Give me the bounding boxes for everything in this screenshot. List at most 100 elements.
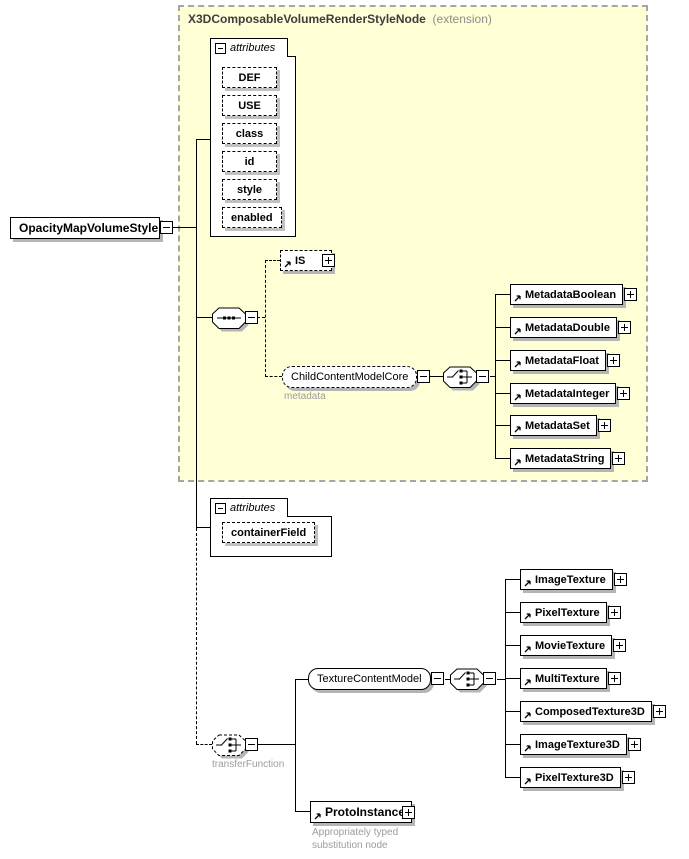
collapse-icon[interactable] (215, 42, 226, 54)
element-label: ProtoInstance (325, 805, 406, 819)
model-group-childcontentmodelcore[interactable]: ChildContentModelCore (282, 366, 431, 388)
extension-tag-text: (extension) (432, 12, 492, 26)
attributes-label: attributes (230, 502, 276, 514)
collapse-icon[interactable] (160, 221, 173, 234)
element-label: MetadataBoolean (525, 288, 617, 301)
element-ref-arrow-icon (524, 778, 531, 785)
expand-icon[interactable] (617, 387, 631, 400)
element-ref-arrow-icon (524, 613, 531, 620)
attribute-style[interactable]: style (222, 179, 277, 200)
attribute-label: containerField (231, 526, 307, 539)
element-movietexture[interactable]: MovieTexture (520, 635, 627, 656)
expand-icon[interactable] (613, 573, 627, 586)
element-label: MovieTexture (535, 639, 606, 652)
collapse-icon[interactable] (430, 672, 444, 685)
element-label: MultiTexture (535, 672, 600, 685)
element-metadatafloat[interactable]: MetadataFloat (510, 350, 620, 371)
expand-icon[interactable] (402, 806, 416, 819)
attribute-containerfield[interactable]: containerField (222, 522, 316, 543)
expand-icon[interactable] (607, 672, 621, 685)
model-group-label: ChildContentModelCore (291, 371, 409, 383)
attribute-use[interactable]: USE (222, 95, 277, 116)
element-metadataset[interactable]: MetadataSet (510, 415, 611, 436)
connector-line (505, 612, 520, 613)
connector-line (497, 679, 505, 680)
element-metadatainteger[interactable]: MetadataInteger (510, 383, 631, 404)
connector-line (495, 425, 510, 426)
element-metadatadouble[interactable]: MetadataDouble (510, 317, 631, 338)
model-group-texturecontentmodel[interactable]: TextureContentModel (308, 668, 444, 690)
element-metadatastring[interactable]: MetadataString (510, 448, 626, 469)
root-element-label: OpacityMapVolumeStyle (19, 221, 159, 235)
connector-line (196, 317, 212, 318)
expand-icon[interactable] (627, 738, 641, 751)
connector-line (495, 294, 510, 295)
connector-line (505, 777, 520, 778)
element-protoinstance[interactable]: ProtoInstance (310, 801, 416, 823)
expand-icon[interactable] (612, 452, 626, 465)
extension-group-title: X3DComposableVolumeRenderStyleNode (exte… (188, 12, 492, 26)
attribute-label: class (235, 127, 264, 140)
element-multitexture[interactable]: MultiTexture (520, 668, 621, 689)
connector-line (295, 679, 308, 680)
connector-line (196, 139, 197, 528)
element-ref-arrow-icon (284, 261, 291, 268)
connector-line (495, 458, 510, 459)
connector-line (505, 744, 520, 745)
element-imagetexture[interactable]: ImageTexture (520, 569, 627, 590)
attribute-id[interactable]: id (222, 151, 277, 172)
expand-icon[interactable] (606, 354, 620, 367)
connector-line (173, 227, 196, 228)
collapse-icon[interactable] (417, 370, 431, 383)
attribute-def[interactable]: DEF (222, 67, 277, 88)
element-composedtexture3d[interactable]: ComposedTexture3D (520, 701, 666, 722)
attribute-label: DEF (238, 71, 261, 84)
element-ref-arrow-icon (514, 459, 521, 466)
connector-line (196, 744, 212, 745)
connector-line (495, 327, 510, 328)
connector-line (196, 527, 210, 528)
element-ref-arrow-icon (514, 426, 521, 433)
connector-line (257, 744, 295, 745)
root-element-box[interactable]: OpacityMapVolumeStyle (10, 217, 173, 239)
attribute-label: id (244, 155, 255, 168)
expand-icon[interactable] (624, 288, 638, 301)
element-imagetexture3d[interactable]: ImageTexture3D (520, 734, 641, 755)
element-label: PixelTexture3D (535, 771, 614, 784)
expand-icon[interactable] (617, 321, 631, 334)
collapse-icon[interactable] (245, 738, 258, 751)
expand-icon[interactable] (621, 771, 635, 784)
collapse-icon[interactable] (215, 502, 226, 514)
connector-line (295, 679, 296, 812)
expand-icon[interactable] (322, 254, 335, 267)
collapse-icon[interactable] (245, 311, 258, 324)
element-metadataboolean[interactable]: MetadataBoolean (510, 284, 638, 305)
element-label: ComposedTexture3D (535, 705, 645, 718)
expand-icon[interactable] (607, 606, 621, 619)
element-is[interactable]: IS (280, 250, 335, 271)
annotation-substitution-line1: Appropriately typed (312, 827, 399, 838)
attribute-class[interactable]: class (222, 123, 277, 144)
choice-icon (443, 366, 489, 391)
attribute-enabled[interactable]: enabled (222, 207, 282, 228)
attributes-header[interactable]: attributes (210, 498, 288, 517)
expand-icon[interactable] (597, 419, 611, 432)
annotation-metadata: metadata (284, 391, 326, 402)
connector-line (257, 317, 265, 318)
element-pixeltexture[interactable]: PixelTexture (520, 602, 621, 623)
connector-line (505, 678, 520, 679)
model-group-label: TextureContentModel (317, 673, 422, 685)
element-ref-arrow-icon (524, 646, 531, 653)
connector-line (430, 376, 443, 377)
element-pixeltexture3d[interactable]: PixelTexture3D (520, 767, 635, 788)
choice-icon (450, 668, 496, 693)
connector-line (495, 294, 496, 458)
element-ref-arrow-icon (314, 813, 321, 820)
attributes-header[interactable]: attributes (210, 38, 288, 57)
expand-icon[interactable] (613, 639, 627, 652)
collapse-icon[interactable] (483, 672, 496, 685)
connector-line (265, 260, 280, 261)
connector-line (265, 260, 266, 377)
expand-icon[interactable] (652, 705, 666, 718)
collapse-icon[interactable] (476, 370, 489, 383)
